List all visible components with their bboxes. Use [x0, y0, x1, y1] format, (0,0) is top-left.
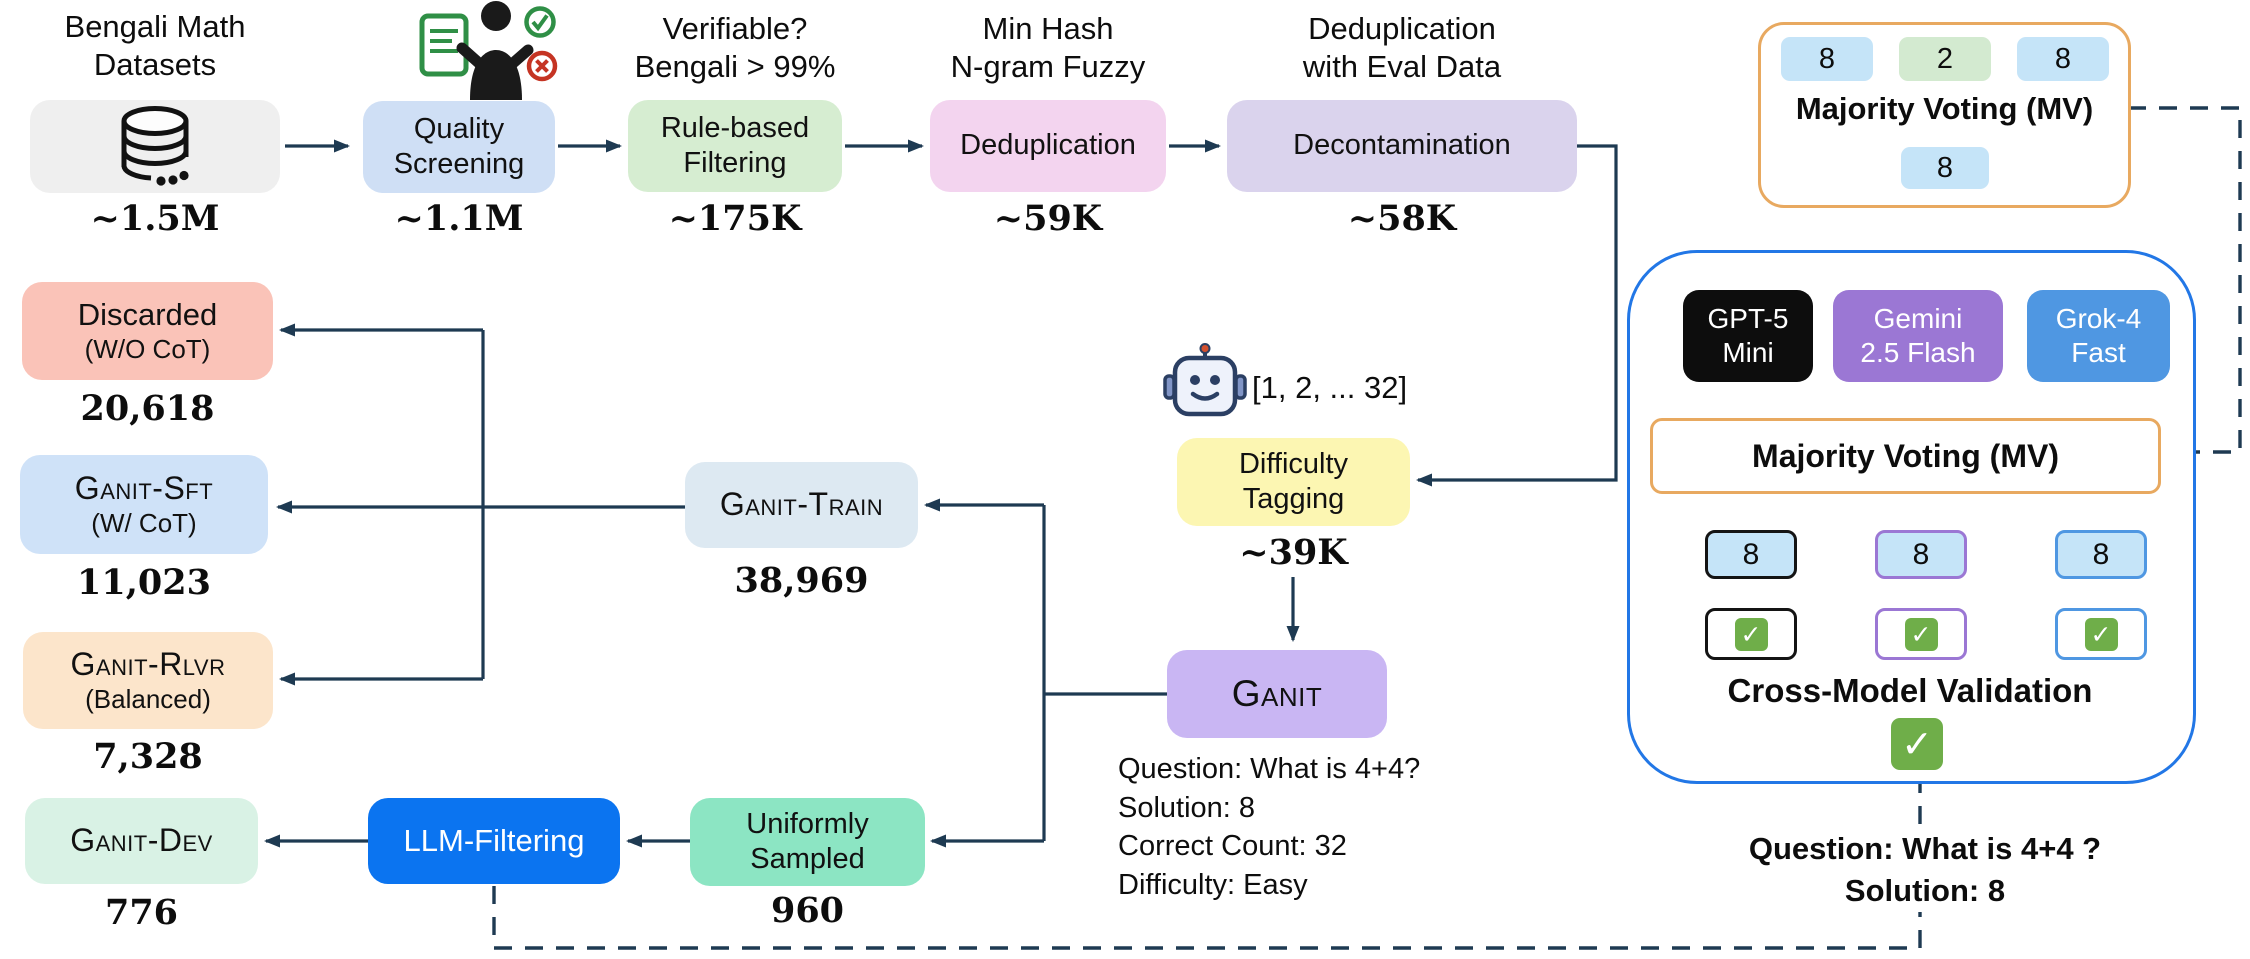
database-icon — [121, 105, 189, 186]
decontam-label: Decontamination — [1293, 129, 1511, 162]
quality-screening-label-line1: Quality — [413, 112, 505, 145]
model-gpt5-mini-box: GPT-5 Mini — [1683, 290, 1813, 382]
decontam-box: Decontamination — [1227, 100, 1577, 192]
validated-check-gpt5: ✓ — [1705, 608, 1797, 660]
model-grok-line2: Fast — [2071, 337, 2126, 368]
ganit-sft-label: Ganit-Sft — [74, 470, 214, 507]
ganit-dev-count: 776 — [104, 892, 179, 933]
ganit-rlvr-label: Ganit-Rlvr — [70, 646, 226, 683]
ganit-dev-label: Ganit-Dev — [70, 822, 213, 859]
uniformly-sampled-label-line1: Uniformly — [746, 807, 869, 840]
model-grok-line1: Grok-4 — [2055, 302, 2142, 334]
answer-chip-gemini: 8 — [1875, 530, 1967, 579]
ganit-dev-box: Ganit-Dev — [25, 798, 258, 884]
ganit-label: Ganit — [1231, 673, 1323, 715]
validation-passed-check-icon: ✓ — [1891, 718, 1943, 770]
ganit-example-difficulty: Difficulty: Easy — [1118, 868, 1308, 901]
decontam-title-line1: Deduplication — [1308, 11, 1496, 46]
ganit-box: Ganit — [1167, 650, 1387, 738]
source-count: ~1.5M — [90, 198, 220, 239]
rule-filtering-title-line1: Verifiable? — [662, 11, 808, 46]
vote-result-chip: 8 — [1901, 147, 1989, 189]
ganit-train-box: Ganit-Train — [685, 462, 918, 548]
dedup-box: Deduplication — [930, 100, 1166, 192]
ganit-sft-sublabel: (W/ CoT) — [91, 508, 197, 539]
difficulty-label-line1: Difficulty — [1238, 447, 1349, 480]
ganit-rlvr-box: Ganit-Rlvr (Balanced) — [23, 632, 273, 729]
ganit-train-label: Ganit-Train — [719, 486, 884, 523]
source-title-line2: Datasets — [93, 47, 217, 83]
quality-screening-count: ~1.1M — [394, 198, 524, 239]
answer-chip-gpt5: 8 — [1705, 530, 1797, 579]
discarded-box: Discarded (W/O CoT) — [22, 282, 273, 380]
decontam-title: Deduplication with Eval Data — [1270, 10, 1534, 87]
discarded-label: Discarded — [77, 297, 218, 333]
decontam-title-line2: with Eval Data — [1302, 49, 1502, 85]
dedup-count: ~59K — [993, 198, 1103, 239]
discarded-count: 20,618 — [80, 388, 215, 429]
vote-chip-1: 8 — [1781, 37, 1873, 81]
vote-chip-2: 2 — [1899, 37, 1991, 81]
source-datasets-box — [30, 100, 280, 193]
ganit-train-count: 38,969 — [734, 560, 869, 601]
majority-voting-panel-box: Majority Voting (MV) — [1650, 418, 2161, 494]
ganit-sft-box: Ganit-Sft (W/ CoT) — [20, 455, 268, 554]
difficulty-tagging-box: Difficulty Tagging — [1177, 438, 1410, 526]
majority-voting-panel-label: Majority Voting (MV) — [1752, 437, 2059, 474]
model-gemini-line2: 2.5 Flash — [1860, 337, 1976, 368]
dedup-title-line2: N-gram Fuzzy — [950, 49, 1146, 85]
quality-screening-box: Quality Screening — [363, 101, 555, 193]
ganit-example-correct-count: Correct Count: 32 — [1118, 830, 1347, 863]
ganit-sft-count: 11,023 — [77, 562, 211, 603]
llm-filtering-box: LLM-Filtering — [368, 798, 620, 884]
validated-example-text: Question: What is 4+4 ? Solution: 8 — [1715, 828, 2135, 912]
validated-check-gemini: ✓ — [1875, 608, 1967, 660]
answer-chip-grok: 8 — [2055, 530, 2147, 579]
uniformly-sampled-box: Uniformly Sampled — [690, 798, 925, 886]
robot-icon — [1163, 343, 1247, 417]
difficulty-count: ~39K — [1239, 532, 1348, 573]
rule-filtering-title: Verifiable? Bengali > 99% — [600, 10, 870, 87]
source-title: Bengali Math Datasets — [20, 8, 290, 85]
dedup-title: Min Hash N-gram Fuzzy — [917, 10, 1179, 87]
decontam-count: ~58K — [1347, 198, 1457, 239]
check-icon: ✓ — [2084, 617, 2118, 651]
discarded-sublabel: (W/O CoT) — [84, 334, 211, 365]
model-gpt5-line2: Mini — [1722, 337, 1774, 368]
vote-chip-3: 8 — [2017, 37, 2109, 81]
model-gemini-line1: Gemini — [1873, 302, 1963, 334]
cross-model-validation-caption: Cross-Model Validation — [1727, 672, 2093, 709]
source-title-line1: Bengali Math — [64, 9, 246, 44]
model-gpt5-line1: GPT-5 — [1707, 302, 1789, 334]
human-screening-icon — [419, 1, 558, 100]
validated-example-question: Question: What is 4+4 ? — [1748, 831, 2102, 866]
rule-filtering-label-line2: Filtering — [683, 147, 787, 179]
ganit-rlvr-count: 7,328 — [93, 736, 203, 777]
quality-screening-label-line2: Screening — [393, 148, 525, 180]
rule-filtering-count: ~175K — [668, 198, 802, 239]
rule-filtering-label-line1: Rule-based — [660, 111, 810, 144]
ganit-rlvr-sublabel: (Balanced) — [85, 684, 211, 715]
ganit-example-solution: Solution: 8 — [1118, 791, 1256, 824]
ganit-example-question: Question: What is 4+4? — [1118, 753, 1421, 785]
difficulty-label-line2: Tagging — [1242, 483, 1345, 515]
validated-check-grok: ✓ — [2055, 608, 2147, 660]
uniformly-sampled-label-line2: Sampled — [750, 843, 865, 875]
majority-voting-example-label: Majority Voting (MV) — [1795, 91, 2094, 126]
validated-example-solution: Solution: 8 — [1844, 872, 2006, 908]
dedup-label: Deduplication — [960, 129, 1136, 162]
check-icon: ✓ — [1904, 617, 1938, 651]
rule-filtering-box: Rule-based Filtering — [628, 100, 842, 192]
check-icon: ✓ — [1734, 617, 1768, 651]
model-grok-box: Grok-4 Fast — [2027, 290, 2170, 382]
uniformly-sampled-count: 960 — [770, 890, 845, 931]
majority-voting-example-box: 8 2 8 Majority Voting (MV) 8 — [1758, 22, 2131, 208]
rule-filtering-title-line2: Bengali > 99% — [634, 49, 836, 85]
model-gemini-box: Gemini 2.5 Flash — [1833, 290, 2003, 382]
difficulty-range-note: [1, 2, ... 32] — [1252, 370, 1408, 405]
ganit-example-record: Question: What is 4+4? Solution: 8 Corre… — [1118, 750, 1458, 904]
llm-filtering-label: LLM-Filtering — [403, 823, 585, 859]
dedup-title-line1: Min Hash — [982, 11, 1114, 46]
